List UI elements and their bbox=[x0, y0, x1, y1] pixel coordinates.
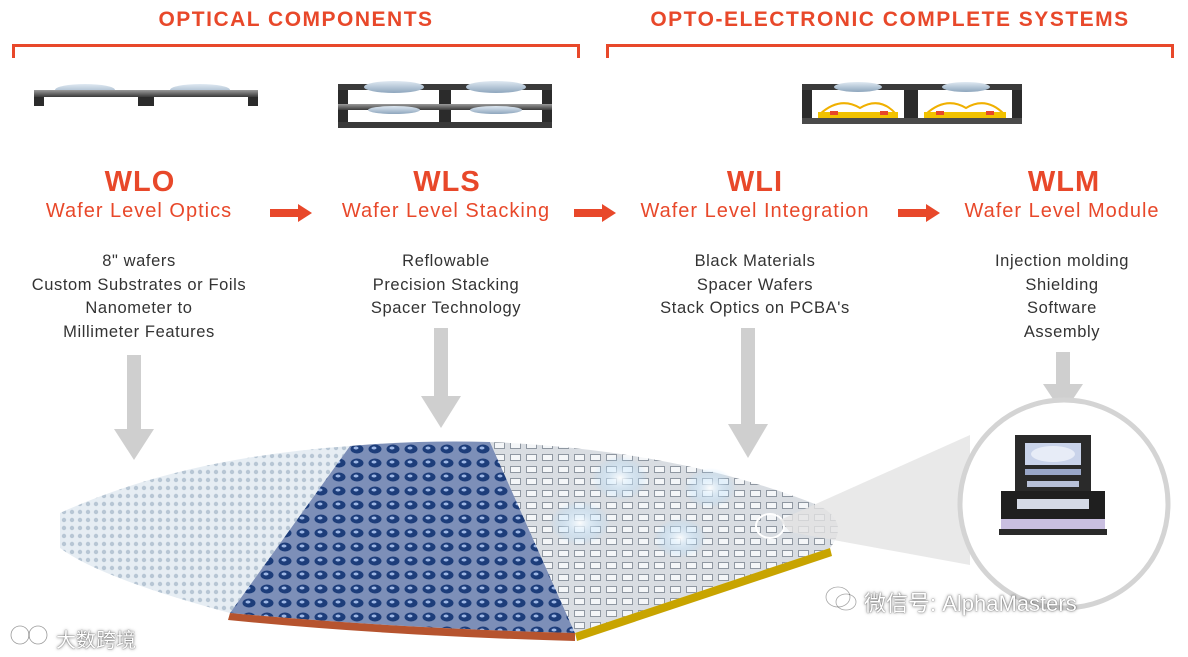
down-arrow-wlo bbox=[114, 355, 154, 460]
zoom-callout-cone bbox=[780, 435, 970, 565]
wechat-watermark-text: 微信号: AlphaMasters bbox=[864, 591, 1077, 616]
feature-item: Custom Substrates or Foils bbox=[31, 275, 247, 294]
features-wli: Black Materials Spacer Wafers Stack Opti… bbox=[605, 250, 905, 321]
stage-name-wli: Wafer Level Integration bbox=[640, 200, 870, 222]
stage-name-wlm: Wafer Level Module bbox=[964, 200, 1160, 222]
stage-code-wls: WLS bbox=[413, 166, 481, 198]
feature-item: Spacer Technology bbox=[370, 299, 522, 317]
wechat-icon bbox=[824, 585, 858, 612]
feature-item: Precision Stacking bbox=[372, 275, 520, 294]
wafer-illustration bbox=[60, 441, 838, 641]
feature-item: 8" wafers bbox=[102, 252, 176, 270]
feature-item: Nanometer to bbox=[85, 299, 193, 317]
feature-item: Software bbox=[1027, 299, 1097, 317]
down-arrow-wls bbox=[421, 328, 461, 428]
wli-cross-section-illustration bbox=[802, 82, 1022, 124]
stage-code-wli: WLI bbox=[726, 166, 784, 198]
wlm-module-magnified-view bbox=[957, 397, 1171, 611]
stage-code-wlo: WLO bbox=[104, 166, 176, 198]
feature-item: Spacer Wafers bbox=[696, 275, 814, 294]
optical-components-bracket bbox=[12, 44, 580, 58]
wls-cross-section-illustration bbox=[338, 81, 552, 128]
feature-item: Stack Optics on PCBA's bbox=[660, 299, 850, 317]
feature-item: Millimeter Features bbox=[63, 322, 215, 341]
process-arrow-wli-to-wlm bbox=[898, 204, 940, 222]
stage-name-wlo: Wafer Level Optics bbox=[45, 200, 233, 222]
corner-logo-icon bbox=[9, 624, 49, 646]
features-wls: Reflowable Precision Stacking Spacer Tec… bbox=[296, 250, 596, 321]
feature-item: Injection molding bbox=[994, 252, 1130, 270]
features-wlm: Injection molding Shielding Software Ass… bbox=[912, 250, 1188, 344]
process-arrow-wls-to-wli bbox=[574, 204, 616, 222]
wlo-cross-section-illustration bbox=[34, 84, 258, 106]
optical-components-header: OPTICAL COMPONENTS bbox=[158, 8, 434, 31]
stage-code-wlm: WLM bbox=[1027, 166, 1101, 198]
feature-item: Shielding bbox=[1025, 275, 1099, 294]
feature-item: Assembly bbox=[1023, 322, 1101, 341]
process-arrow-wlo-to-wls bbox=[270, 204, 312, 222]
stage-name-wls: Wafer Level Stacking bbox=[341, 200, 551, 222]
feature-item: Reflowable bbox=[402, 252, 490, 270]
optoelectronic-systems-bracket bbox=[606, 44, 1174, 58]
optoelectronic-systems-header: OPTO-ELECTRONIC COMPLETE SYSTEMS bbox=[650, 8, 1130, 31]
feature-item: Black Materials bbox=[694, 252, 816, 270]
features-wlo: 8" wafers Custom Substrates or Foils Nan… bbox=[0, 250, 289, 344]
down-arrow-wli bbox=[728, 328, 768, 458]
corner-watermark-text: 大数跨境 bbox=[56, 630, 136, 652]
